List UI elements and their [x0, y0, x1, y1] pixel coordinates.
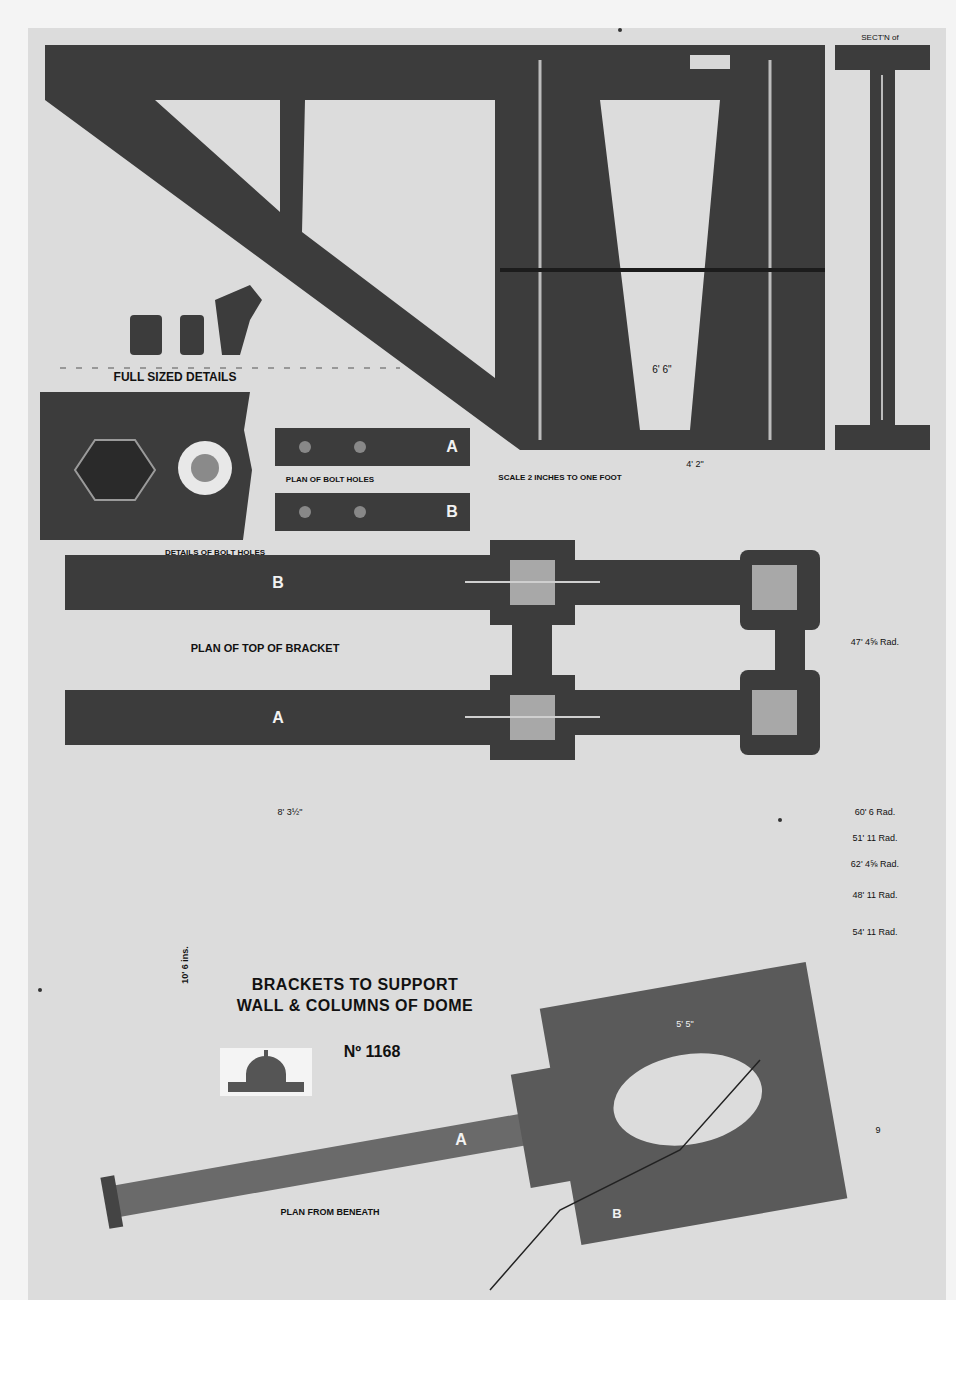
crack-line — [490, 1060, 760, 1290]
speck — [38, 988, 42, 992]
dome-lantern — [264, 1050, 268, 1058]
bolt-dot — [354, 506, 366, 518]
drawing-label: SCALE 2 INCHES TO ONE FOOT — [498, 473, 621, 482]
drawing-label: A — [272, 709, 284, 727]
dome-silhouette — [228, 1056, 304, 1092]
joint — [512, 620, 552, 680]
bar — [114, 1104, 582, 1217]
stamp — [690, 55, 730, 69]
column-section — [835, 45, 930, 450]
bracket-beneath — [85, 962, 848, 1325]
drawing-label: Nº 1168 — [344, 1043, 401, 1061]
drawing-label: 60' 6 Rad. — [855, 807, 896, 817]
hex-nut — [75, 440, 155, 500]
bolt-plate — [275, 428, 470, 466]
bar-b — [65, 555, 495, 610]
drawing-label: B — [612, 1207, 621, 1222]
link — [575, 560, 745, 605]
sheet-ground — [28, 28, 946, 1300]
head — [740, 670, 820, 755]
drawing-label: 8' 3½" — [278, 807, 303, 817]
center-line — [881, 75, 883, 420]
fork-head — [500, 962, 847, 1252]
drawing-label: PLAN OF TOP OF BRACKET — [191, 642, 340, 655]
speck — [778, 818, 782, 822]
drawing-label: 10' 6 ins. — [180, 946, 190, 984]
drawing-label: A — [455, 1131, 467, 1149]
detail-piece — [130, 315, 162, 355]
drawing-label: DETAILS OF BOLT HOLES — [165, 548, 265, 557]
speck — [618, 28, 622, 32]
web-line — [769, 60, 772, 440]
drawing-label: PLAN OF BOLT HOLES — [286, 475, 374, 484]
web-line — [539, 60, 542, 440]
drawing-label: 51' 11 Rad. — [852, 833, 897, 843]
bracket-plan — [65, 540, 820, 760]
drawing-label: PLAN FROM BENEATH — [281, 1207, 380, 1217]
detail-plate — [40, 392, 252, 540]
axis-line — [465, 716, 600, 718]
drawing-label: FULL SIZED DETAILS — [114, 371, 237, 385]
joint — [775, 625, 805, 675]
bracket-elevation — [45, 45, 825, 450]
bolt-dot — [299, 506, 311, 518]
bolt-dot — [299, 441, 311, 453]
detail-piece — [215, 285, 262, 355]
detail-piece — [180, 315, 204, 355]
link — [575, 690, 745, 735]
bolt-hole — [178, 441, 232, 495]
web-line — [500, 268, 825, 272]
drawing-label: 62' 4⅝ Rad. — [851, 859, 899, 869]
bolt-hole — [191, 454, 219, 482]
drawing-label: 47' 4⅝ Rad. — [851, 637, 899, 647]
bolt-square — [752, 565, 797, 610]
end-plate — [100, 1175, 123, 1229]
bottom-margin — [0, 1300, 956, 1390]
scale-bar — [60, 368, 400, 369]
drawing-label: A — [446, 438, 458, 456]
dome-picture — [220, 1048, 312, 1096]
drawing-title: BRACKETS TO SUPPORT WALL & COLUMNS OF DO… — [230, 975, 480, 1017]
bolt-square — [752, 690, 797, 735]
drawing-label: 48' 11 Rad. — [852, 890, 897, 900]
bolt-plate — [275, 493, 470, 531]
head — [740, 550, 820, 630]
axis-line — [465, 581, 600, 583]
bolt-dot — [354, 441, 366, 453]
drawing-label: 54' 11 Rad. — [852, 927, 897, 937]
drawing-label: 6' 6" — [652, 364, 671, 376]
drawing-label: 9 — [875, 1125, 880, 1135]
drawing-label: 4' 2" — [686, 459, 703, 469]
drawing-label: B — [446, 503, 458, 521]
bar-a — [65, 690, 495, 745]
drawing-label: SECT'N of — [861, 33, 899, 42]
drawing-label: 5' 5" — [676, 1019, 693, 1029]
drawing-label: B — [272, 574, 284, 592]
